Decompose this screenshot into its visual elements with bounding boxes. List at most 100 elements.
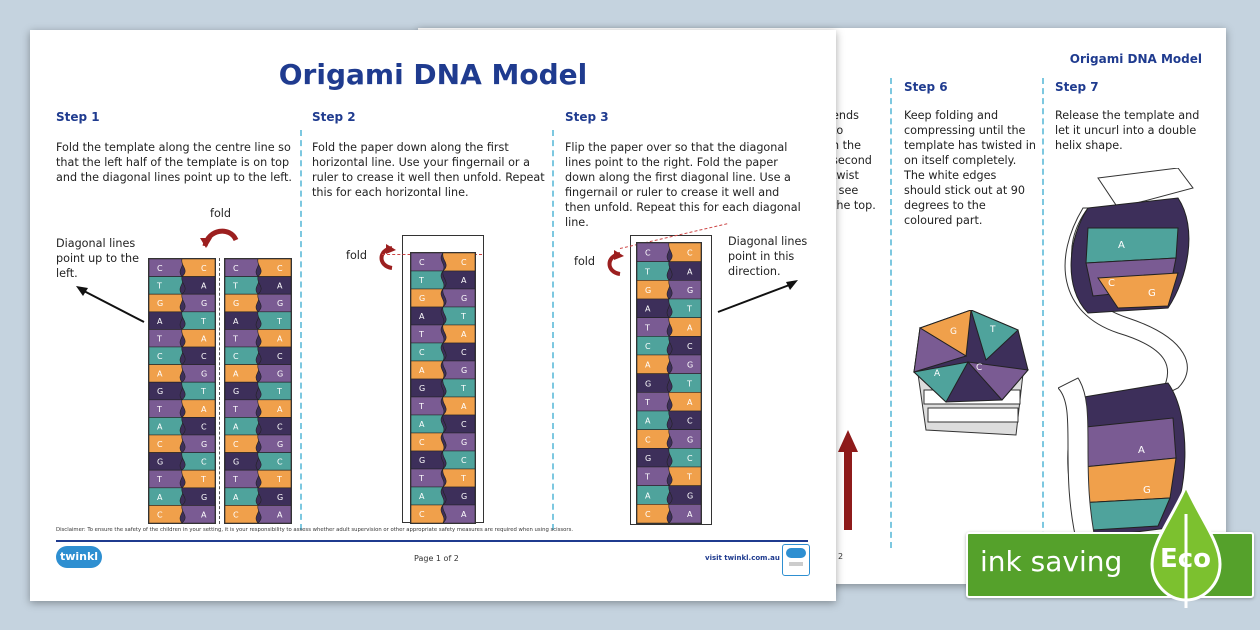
base-letter: A	[419, 366, 425, 375]
base-letter: C	[233, 352, 239, 361]
strip-segment	[411, 342, 445, 362]
strip-segment	[668, 448, 701, 468]
base-letter: G	[201, 370, 207, 379]
base-letter: G	[645, 286, 651, 295]
strip-segment	[668, 373, 701, 393]
base-letter: T	[644, 398, 650, 407]
strip-segment	[181, 276, 215, 295]
strip-segment	[181, 399, 215, 418]
base-letter: C	[687, 342, 693, 351]
base-letter: A	[233, 317, 239, 326]
strip-segment	[442, 504, 475, 523]
website-link[interactable]: visit twinkl.com.au	[705, 554, 780, 562]
step-3-text: Flip the paper over so that the diagonal…	[565, 141, 801, 229]
strip-segment	[637, 485, 671, 505]
base-letter: C	[157, 352, 163, 361]
base-letter: T	[232, 282, 238, 291]
strip-segment	[257, 469, 291, 489]
strip-segment	[411, 253, 445, 272]
base-letter: T	[686, 379, 692, 388]
strip-segment	[181, 346, 215, 365]
base-letter: G	[687, 435, 693, 444]
base-letter: C	[419, 510, 425, 519]
base-letter: G	[461, 492, 467, 501]
strip-segment	[149, 434, 184, 453]
base-letter: A	[277, 282, 283, 291]
strip-segment	[442, 414, 475, 434]
strip-segment	[181, 505, 215, 523]
centre-fold-line	[219, 258, 220, 524]
base-letter: T	[156, 475, 162, 484]
base-letter: C	[645, 342, 651, 351]
strip-segment	[442, 288, 475, 308]
base-letter: A	[157, 317, 163, 326]
strip-segment	[225, 469, 260, 489]
strip-segment	[149, 469, 184, 489]
strip-segment	[668, 317, 701, 337]
strip-segment	[411, 450, 445, 470]
strip-segment	[149, 293, 184, 313]
arrow-up-left-icon	[76, 286, 145, 323]
strip-segment	[668, 466, 701, 486]
strip-segment	[637, 298, 671, 318]
base-letter: A	[277, 510, 283, 519]
step-1-label: Step 1	[56, 110, 100, 124]
base-letter: A	[687, 267, 693, 276]
compressed-model-illustration: G T C A	[912, 310, 1029, 436]
eco-text: Eco	[1160, 544, 1212, 574]
base-letter: G	[277, 493, 283, 502]
svg-text:C: C	[1108, 278, 1115, 289]
base-letter: T	[200, 475, 206, 484]
strip-segment	[442, 253, 475, 272]
base-letter: G	[277, 370, 283, 379]
strip-segment	[668, 261, 701, 281]
svg-text:A: A	[934, 369, 941, 379]
strip-segment	[442, 378, 475, 398]
partial-step-text: ends to h the second twist l see the top…	[832, 109, 876, 212]
strip-segment	[637, 336, 671, 356]
strip-segment	[668, 298, 701, 318]
strip-segment	[442, 450, 475, 470]
strip-segment	[181, 259, 215, 277]
base-letter: G	[157, 387, 163, 396]
base-letter: A	[687, 510, 693, 519]
page-title: Origami DNA Model	[278, 58, 588, 91]
strip-segment	[257, 452, 291, 471]
base-letter: C	[233, 510, 239, 519]
strip-segment	[149, 487, 184, 506]
strip-segment	[257, 293, 291, 313]
fold-arrow-icon	[379, 244, 396, 270]
base-letter: C	[277, 422, 283, 431]
strip-segment	[149, 364, 184, 383]
strip-segment	[257, 259, 291, 277]
strip-segment	[225, 381, 260, 401]
base-letter: A	[201, 282, 207, 291]
base-letter: T	[156, 282, 162, 291]
base-letter: A	[419, 420, 425, 429]
base-letter: G	[233, 458, 239, 467]
base-letter: C	[277, 458, 283, 467]
twinkl-logo[interactable]: twinkl	[56, 546, 102, 568]
strip-segment	[411, 432, 445, 452]
strip-segment	[637, 410, 671, 430]
strip-segment	[257, 311, 291, 330]
base-letter: A	[201, 510, 207, 519]
quality-badge-icon	[782, 544, 810, 576]
strip-segment	[149, 259, 184, 277]
step-7-label: Step 7	[1055, 80, 1099, 94]
separator	[890, 78, 892, 548]
base-letter: G	[645, 379, 651, 388]
strip-segment	[257, 399, 291, 418]
base-letter: A	[645, 305, 651, 314]
base-letter: C	[419, 438, 425, 447]
fold-arrow-icon	[607, 250, 624, 276]
base-letter: T	[418, 330, 424, 339]
strip-segment	[225, 364, 260, 383]
strip-segment	[225, 293, 260, 313]
strip-segment	[411, 504, 445, 523]
double-helix-illustration: A C G A G	[1058, 168, 1194, 554]
svg-text:T: T	[989, 325, 996, 335]
base-letter: C	[461, 456, 467, 465]
strip-segment	[149, 346, 184, 365]
